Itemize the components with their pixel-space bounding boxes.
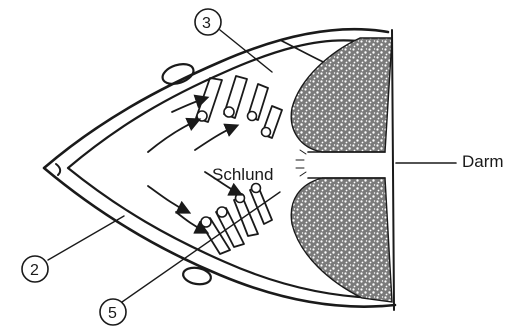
intestine-label: Darm [462,152,504,171]
channel-fringe [296,150,306,176]
callout-3-leader [220,30,272,72]
callout-2-leader [48,216,124,260]
upper-gill-slits [196,76,282,138]
callout-2-number: 2 [30,262,39,279]
pharynx-label: Schlund [212,165,273,184]
lower-tissue-mass [291,178,392,302]
mouth-ridge [56,164,60,175]
intestine-channel [308,152,385,178]
callout-5-number: 5 [108,305,117,322]
right-edge-line [392,30,394,310]
callout-3-number: 3 [202,15,211,32]
lower-gill-slits [200,184,272,255]
callout-5-leader [122,192,280,302]
upper-tissue-mass [291,38,392,152]
